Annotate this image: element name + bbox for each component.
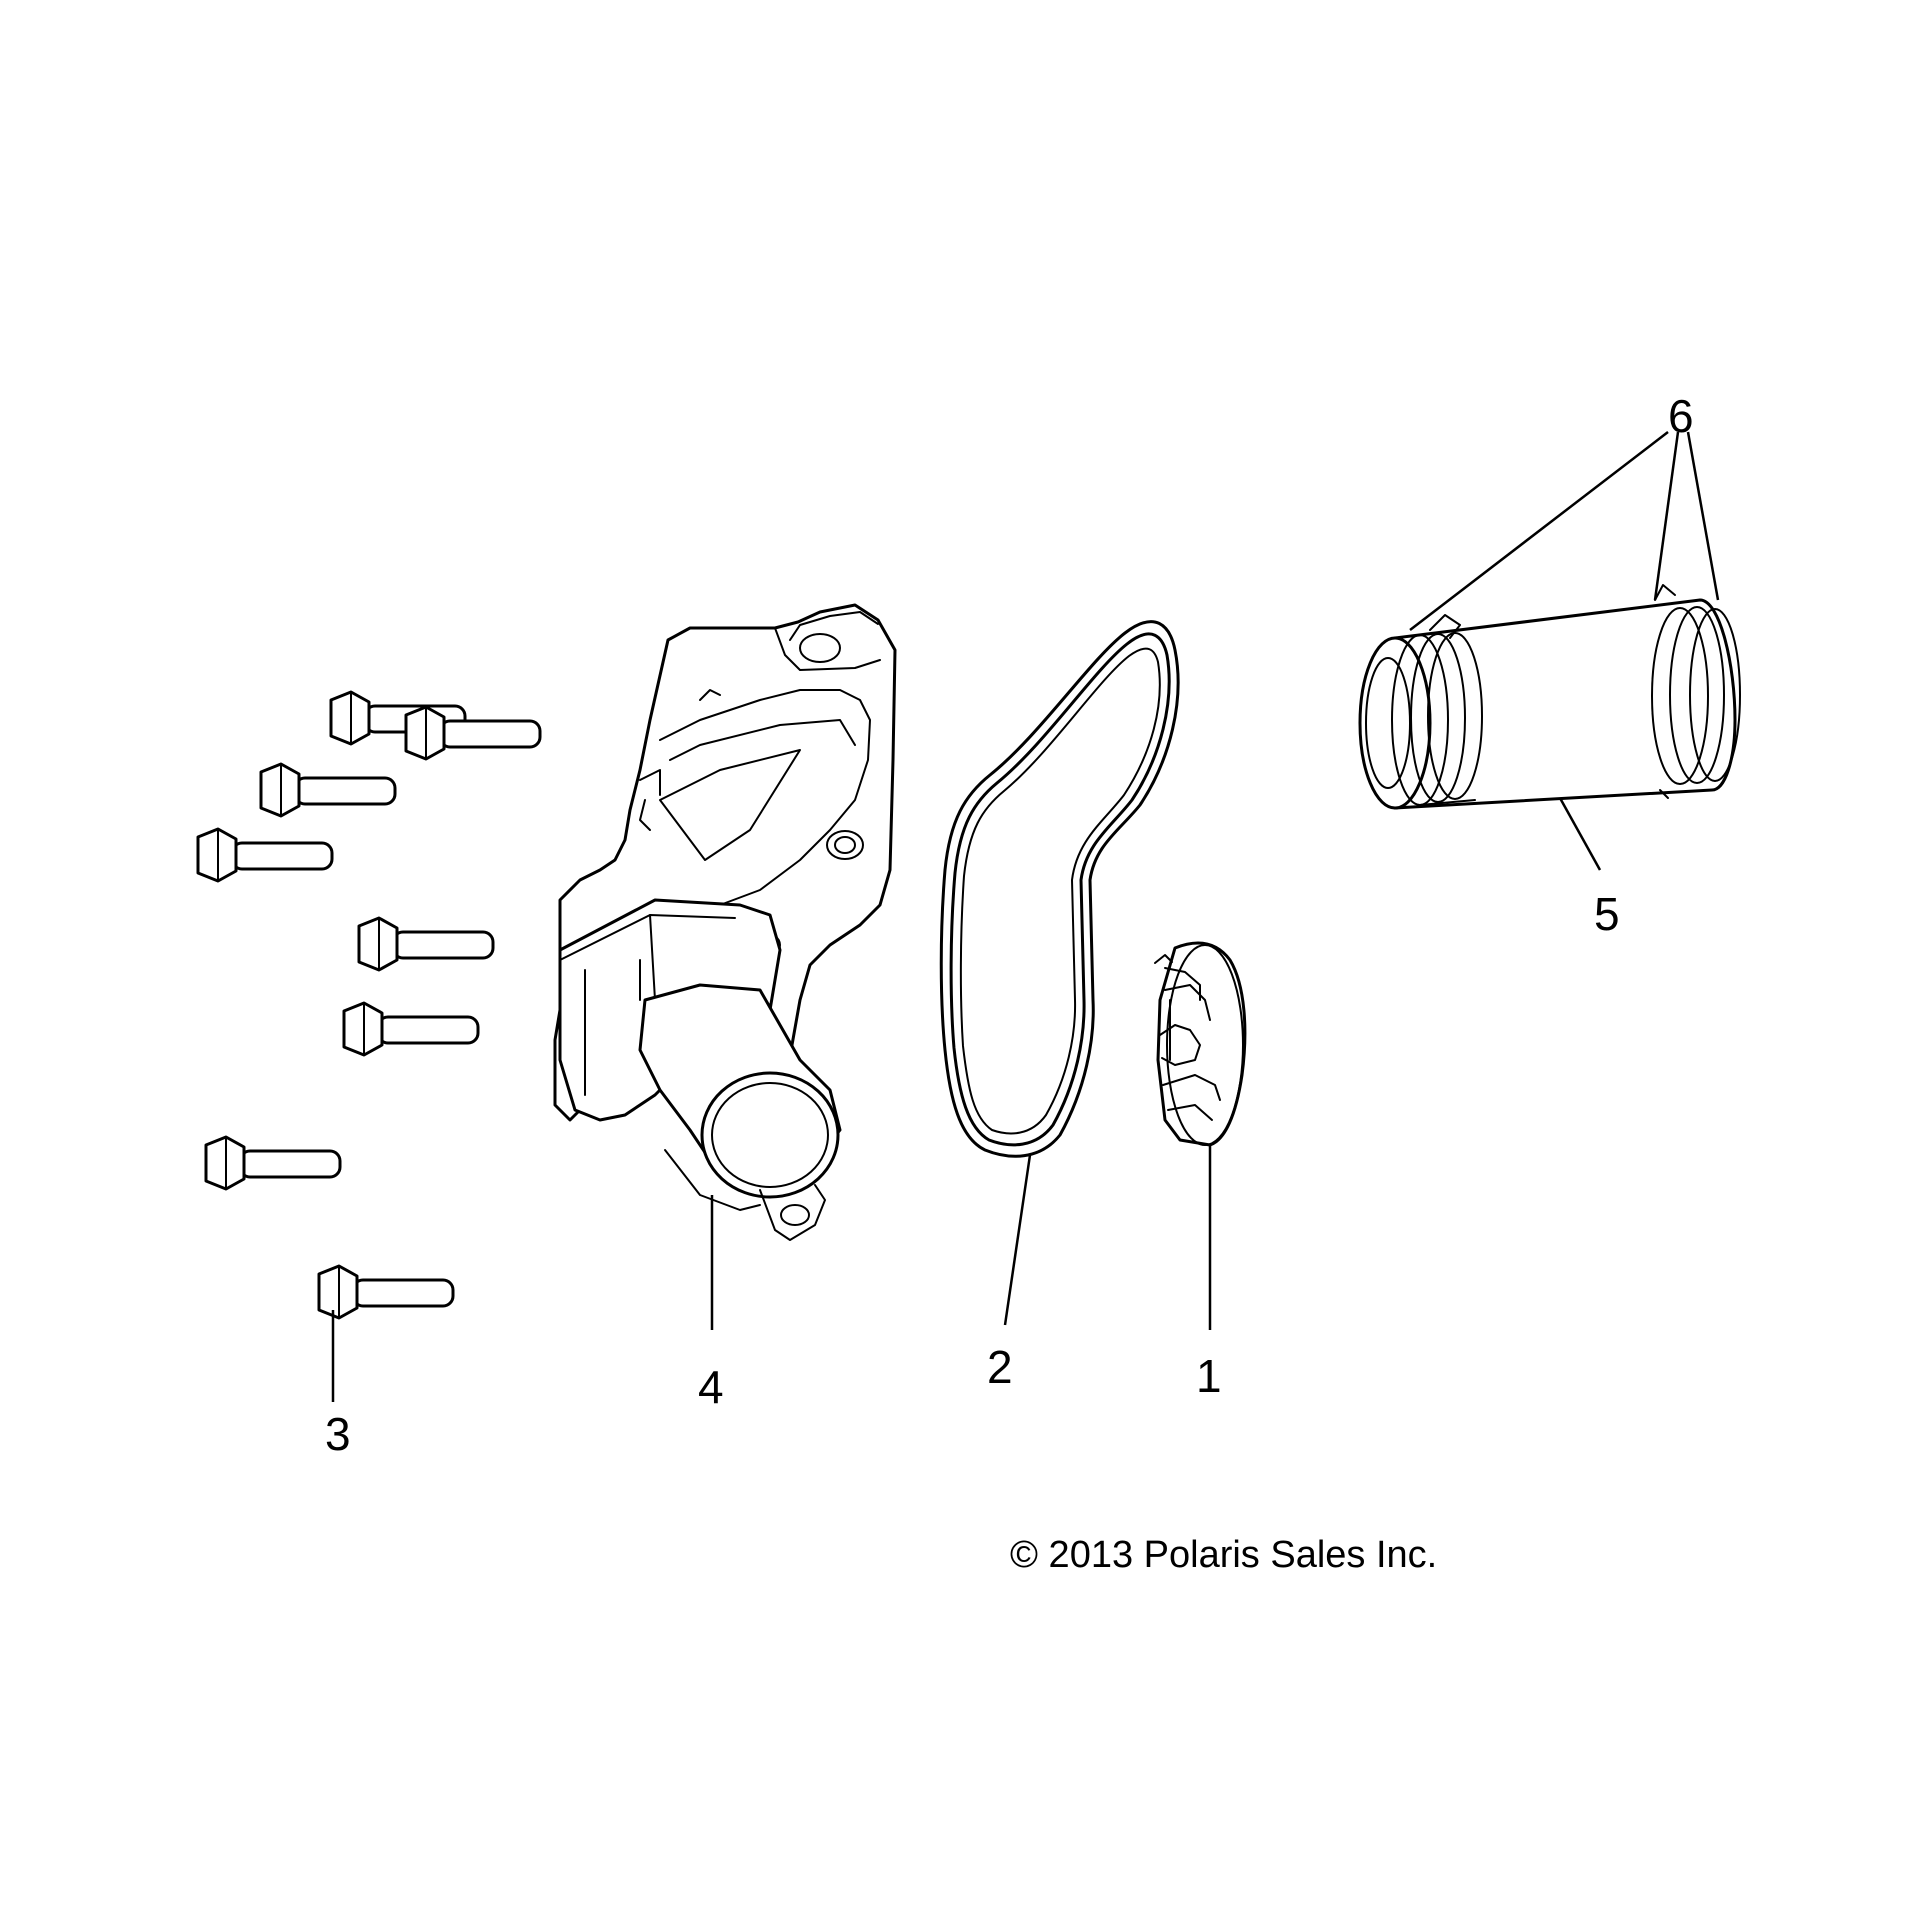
callout-6: 6 <box>1668 390 1694 442</box>
leader-line-6a <box>1409 431 1669 631</box>
leader-line-5 <box>1558 797 1602 871</box>
callout-1: 1 <box>1196 1350 1222 1402</box>
leader-line-6b <box>1653 431 1680 601</box>
pump-housing <box>553 603 897 1241</box>
bolt <box>342 1001 480 1057</box>
leader-lines <box>331 431 1720 1402</box>
coolant-tube <box>1358 584 1741 810</box>
leader-line-6c <box>1686 431 1720 601</box>
callout-2: 2 <box>987 1341 1013 1393</box>
bolt <box>317 1264 455 1320</box>
bolt <box>357 916 495 972</box>
callouts: 1 2 3 4 5 6 <box>325 390 1694 1460</box>
bolt <box>196 827 334 883</box>
bolt <box>259 762 397 818</box>
bolt <box>404 705 542 761</box>
callout-3: 3 <box>325 1408 351 1460</box>
bolt-group <box>196 690 542 1320</box>
copyright-text: © 2013 Polaris Sales Inc. <box>1010 1534 1437 1576</box>
callout-4: 4 <box>698 1361 724 1413</box>
bolt <box>329 690 467 746</box>
gasket <box>939 620 1180 1158</box>
leader-line-2 <box>1003 1154 1032 1326</box>
impeller <box>1154 941 1247 1147</box>
bolt <box>204 1135 342 1191</box>
callout-5: 5 <box>1594 888 1620 940</box>
